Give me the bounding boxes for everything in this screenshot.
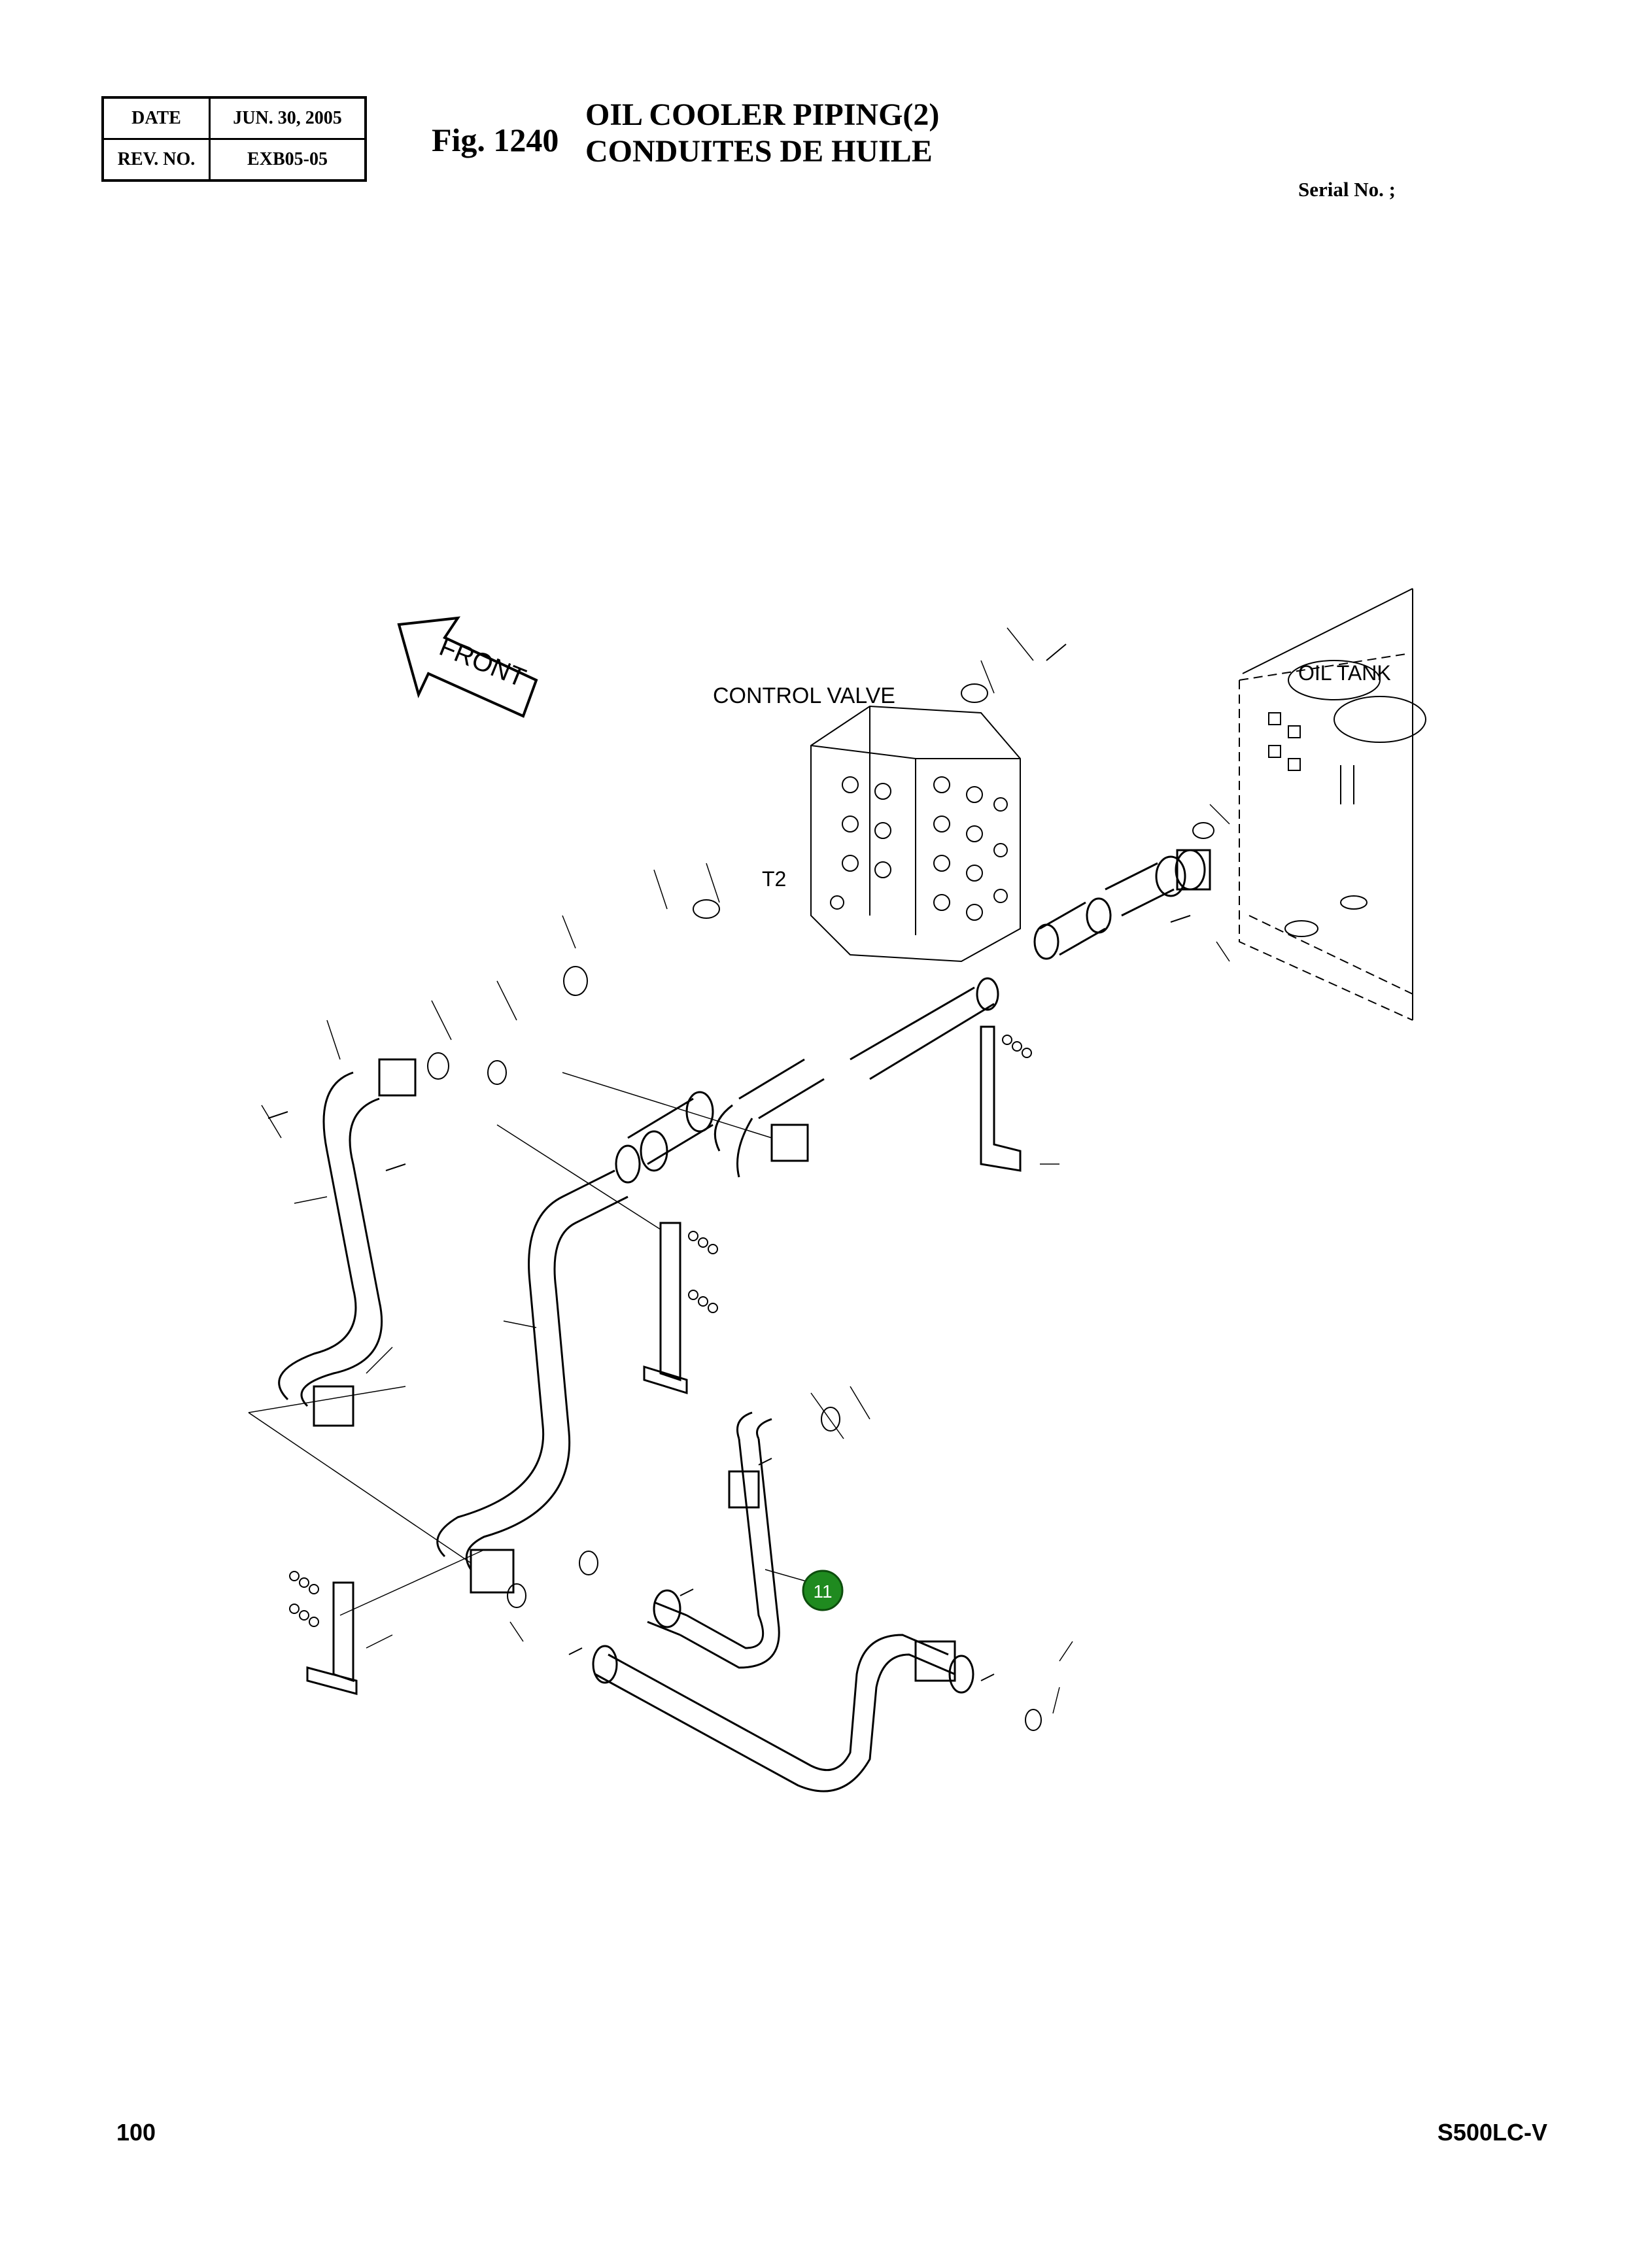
model-number: S500LC-V [1437,2119,1547,2146]
title-french: CONDUITES DE HUILE [585,134,933,169]
brackets [306,1025,1022,1695]
front-arrow: FRONT [397,616,538,718]
control-valve: CONTROL VALVE T2 [713,683,1021,963]
long-bottom-hose [592,1634,974,1793]
middle-tall-pipe [436,1169,628,1594]
oil-tank: OIL TANK [1239,588,1426,1021]
figure-title: OIL COOLER PIPING(2) CONDUITES DE HUILE [585,97,939,170]
port-t2-label: T2 [762,867,786,891]
part-11-number: 11 [813,1581,832,1602]
lower-hose-assembly [647,1411,780,1669]
date-value: JUN. 30, 2005 [209,96,367,140]
rev-label: REV. NO. [101,138,211,182]
control-valve-label: CONTROL VALVE [713,683,895,708]
fasteners [267,644,1214,1731]
oil-tank-label: OIL TANK [1298,661,1391,685]
figure-number: Fig. 1240 [432,122,559,158]
part-11-badge[interactable] [802,1570,844,1611]
page-number: 100 [116,2119,156,2146]
date-label: DATE [101,96,211,140]
part-11-callout[interactable]: 11 [802,1570,844,1611]
left-s-pipe [278,1058,417,1427]
revision-table: DATE JUN. 30, 2005 REV. NO. EXB05-05 [101,96,367,182]
leader-lines [248,627,1230,1714]
upper-pipe-assembly [615,849,1211,1184]
rev-value: EXB05-05 [209,138,367,182]
serial-number-label: Serial No. ; [1298,178,1396,201]
title-english: OIL COOLER PIPING(2) [585,97,940,132]
